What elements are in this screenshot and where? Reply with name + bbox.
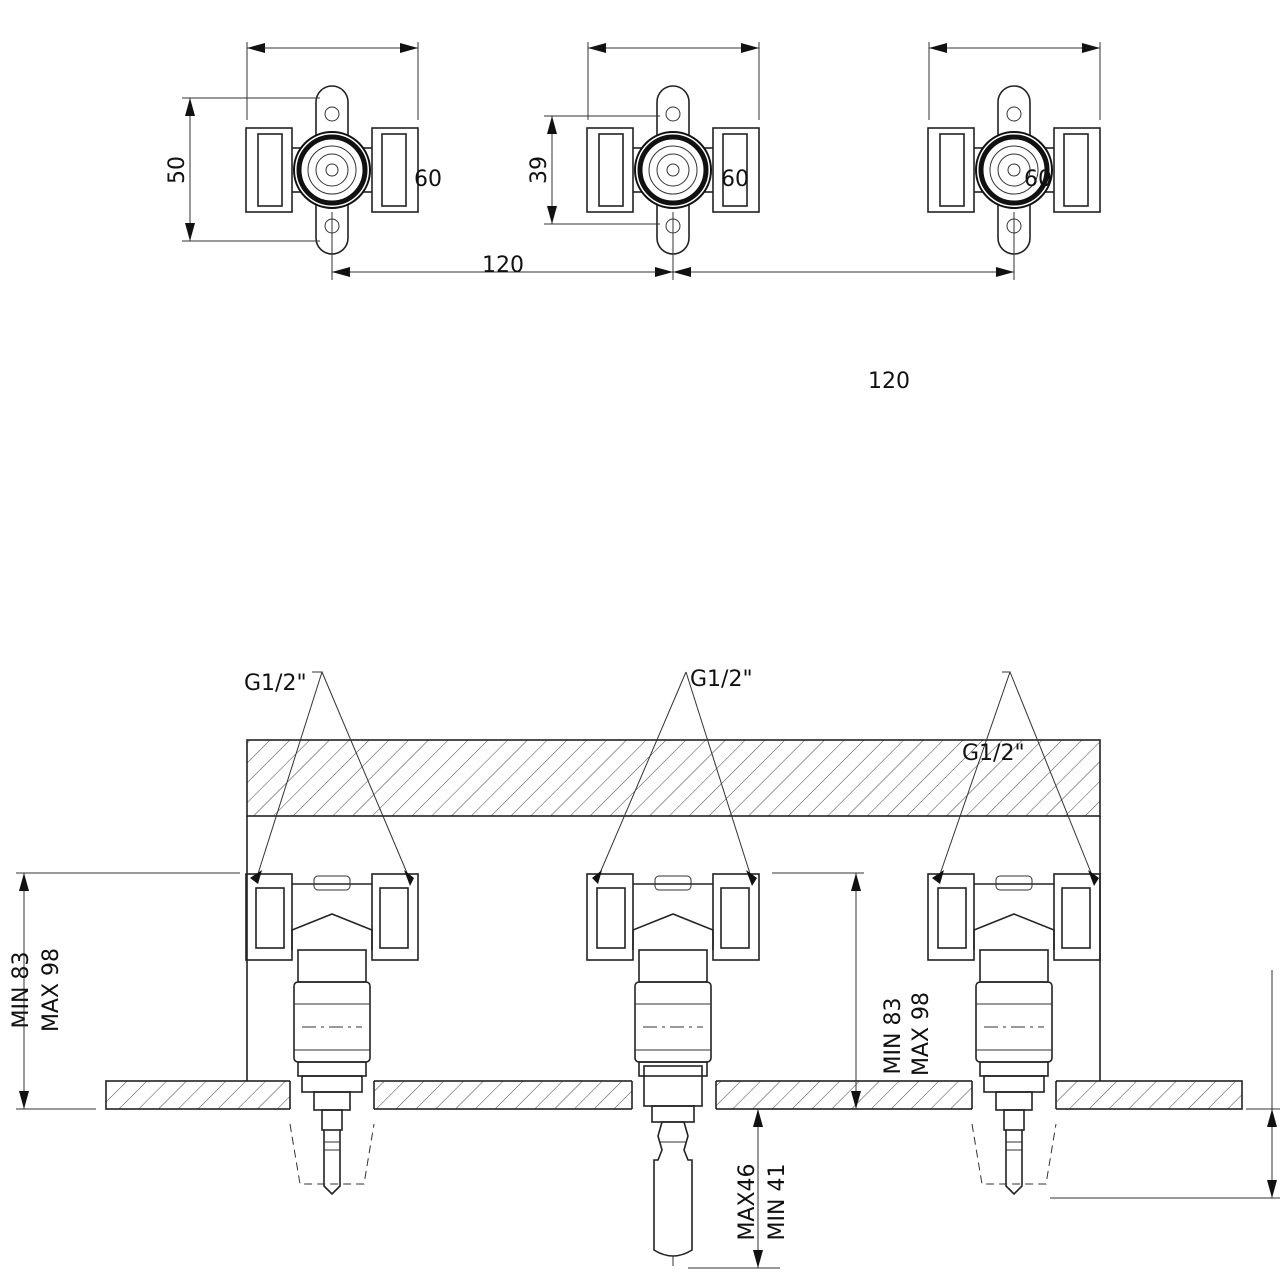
spacing-dimension-lines: [331, 212, 1015, 280]
thread-label-left: G1/2": [244, 671, 307, 696]
dim-height-middle: 39: [527, 156, 552, 184]
stem-min: MIN 41: [765, 1164, 790, 1241]
depth-left-min: MIN 83: [9, 952, 34, 1029]
thread-leader-lines: [250, 671, 1099, 886]
valve-front-right: [927, 873, 1101, 1077]
dim-width-left: 60: [414, 167, 442, 192]
right-dimension: [1050, 970, 1280, 1199]
depth-left-max: MAX 98: [39, 948, 64, 1032]
valve-front-left: [245, 873, 419, 1077]
valve-front-middle: [586, 873, 760, 1077]
dim-height-left: 50: [165, 156, 190, 184]
dim-spacing-a: 120: [482, 253, 524, 278]
stem-middle: [643, 1065, 703, 1266]
top-view: 50 39 60 60 60 120 120: [165, 42, 1100, 394]
dim-width-middle: 60: [721, 167, 749, 192]
dim-width-right: 60: [1024, 167, 1052, 192]
front-view: G1/2" G1/2" G1/2" MIN 83 MAX 98 MIN 83 M…: [9, 667, 1280, 1269]
stem-max: MAX46: [735, 1163, 760, 1240]
depth-dimension-left: [16, 872, 240, 1110]
thread-label-right: G1/2": [962, 741, 1025, 766]
depth-middle-max: MAX 98: [909, 992, 934, 1076]
width-dimension-lines: [246, 42, 1101, 120]
depth-dimension-middle: [772, 872, 864, 1109]
height-dimension-lines: [182, 97, 660, 242]
dim-spacing-b: 120: [868, 369, 910, 394]
thread-label-middle: G1/2": [690, 667, 753, 692]
depth-middle-min: MIN 83: [881, 998, 906, 1075]
stem-dimension: [688, 1109, 780, 1269]
wall-section: [246, 739, 1101, 1081]
